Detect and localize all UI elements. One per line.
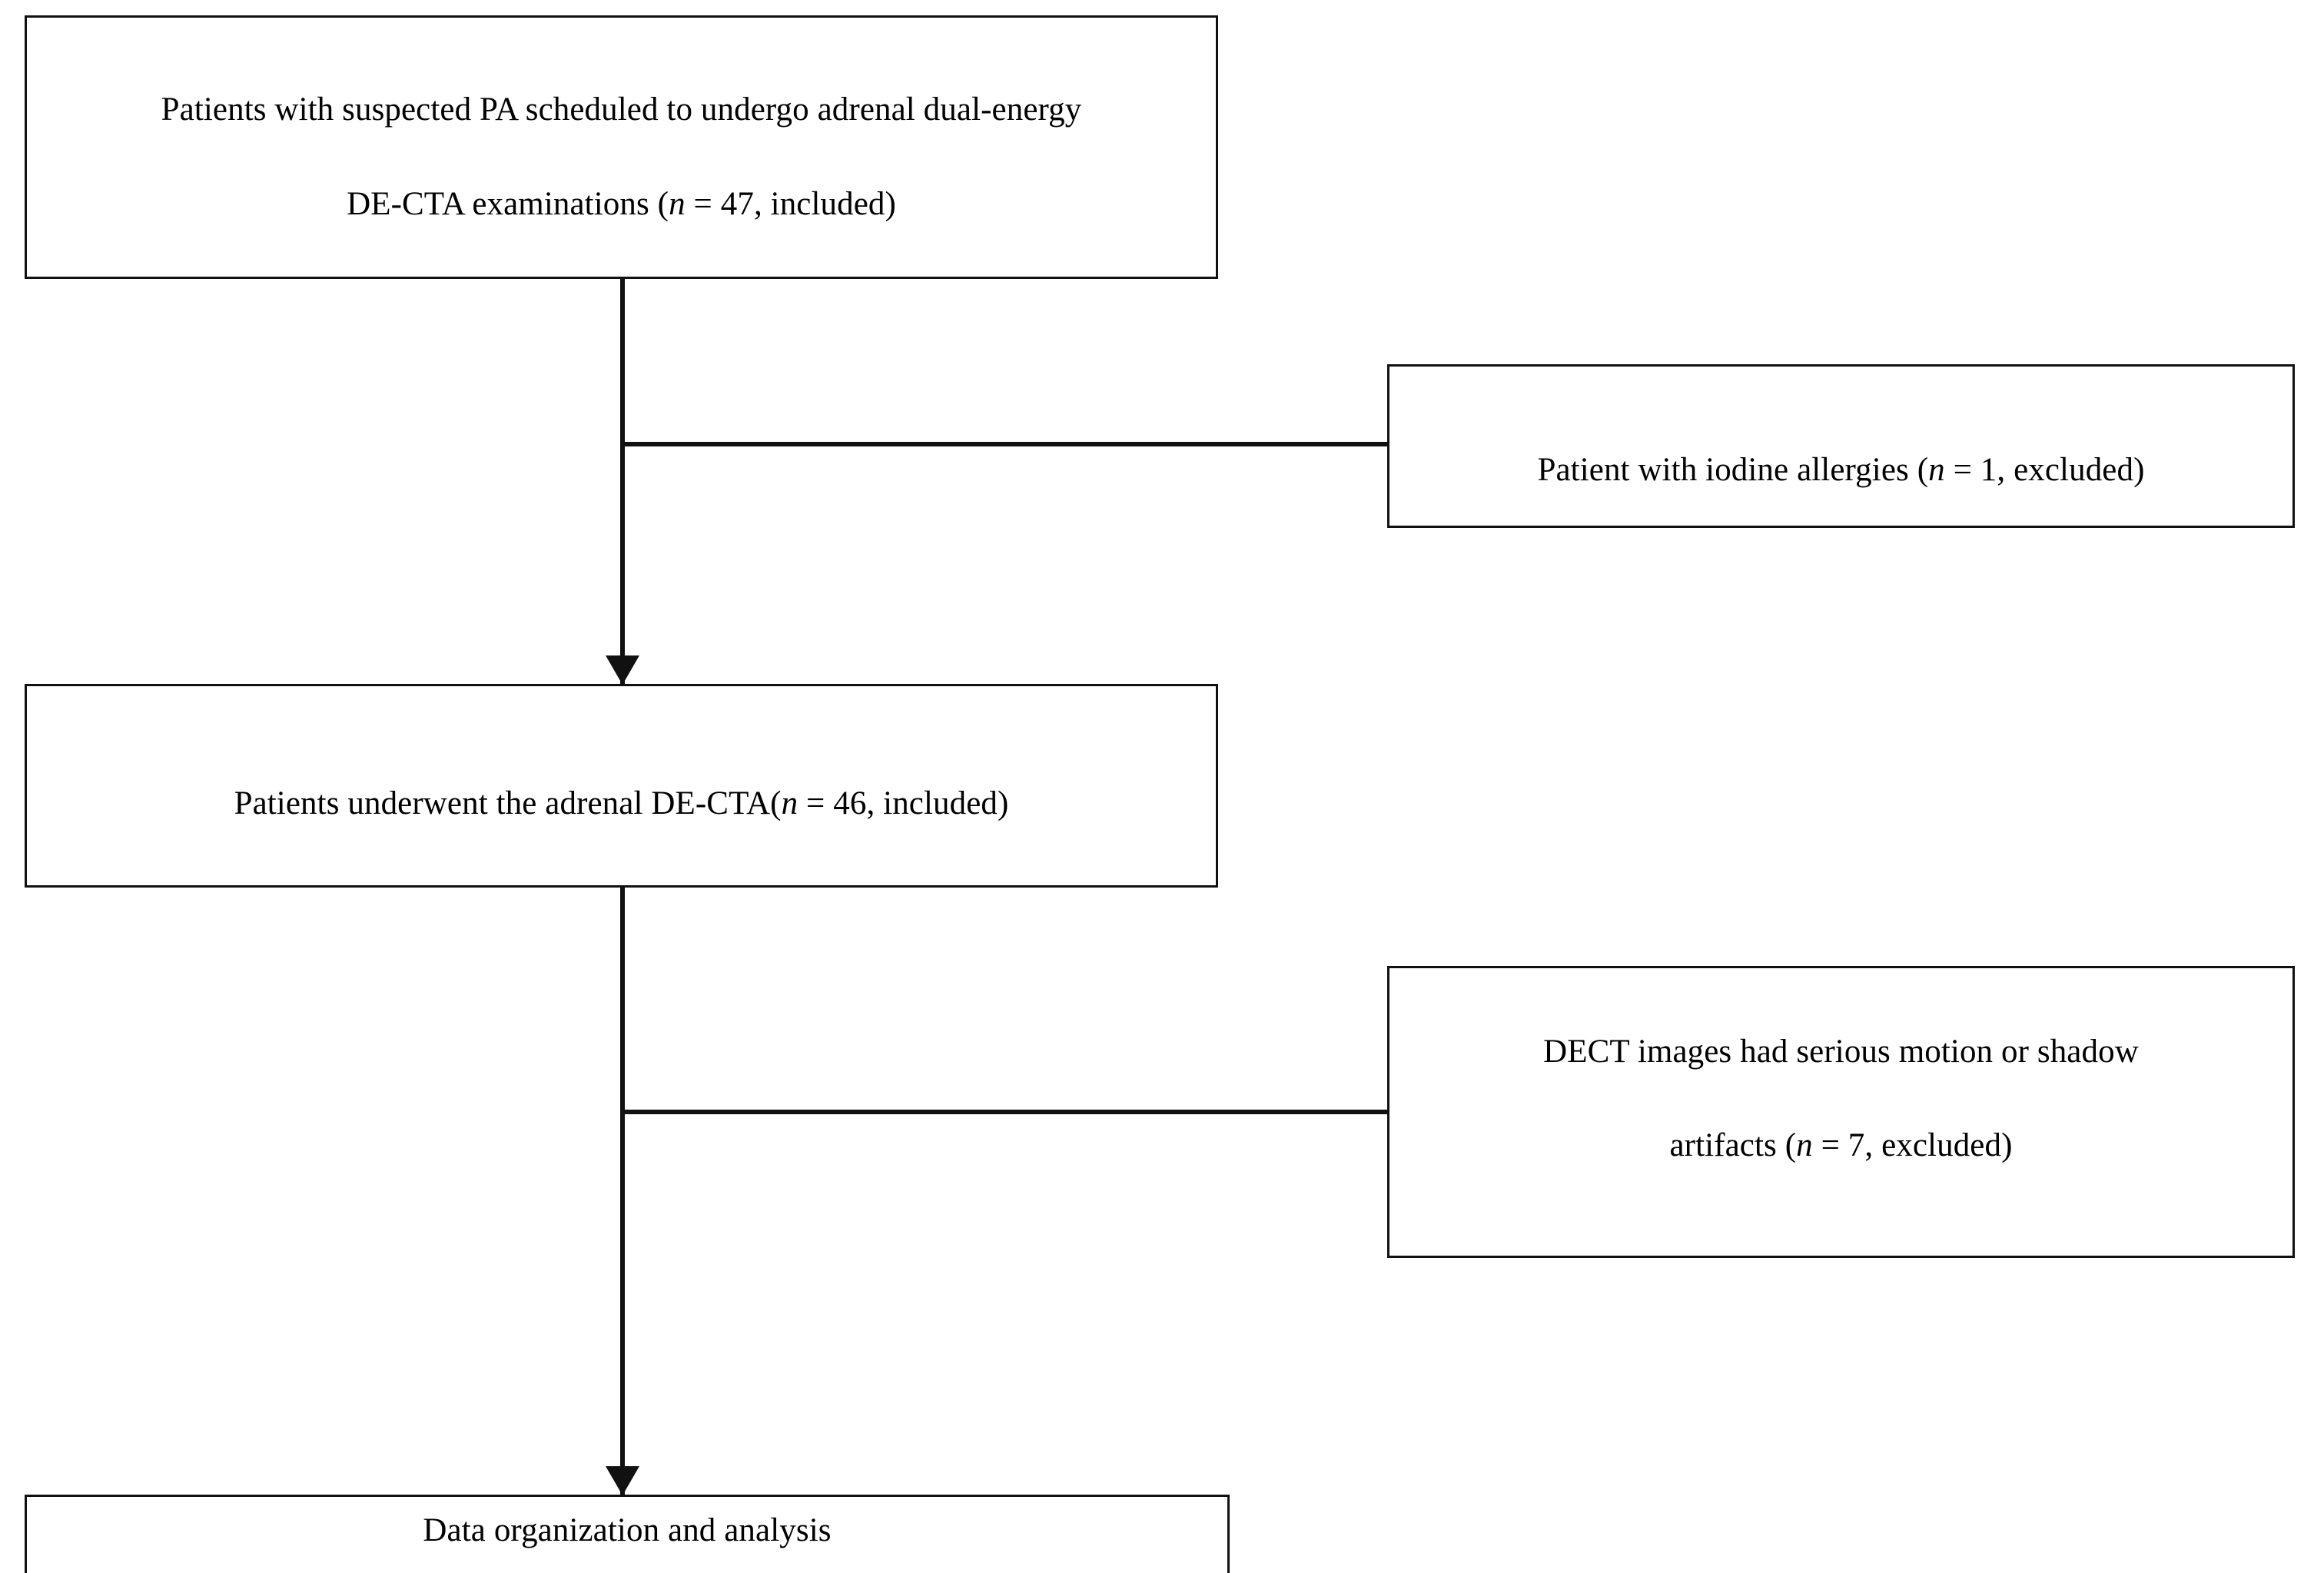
arrowhead-to-underwent-icon	[606, 655, 639, 685]
connector-to-excluded-artifacts-line	[622, 1110, 1389, 1114]
arrowhead-to-analysis-icon	[606, 1466, 639, 1495]
enrolled-patients-text: Patients with suspected PA scheduled to …	[161, 91, 1082, 222]
connector-underwent-to-analysis-line	[620, 888, 625, 1495]
data-analysis-text: Data organization and analysis (n = 39, …	[423, 1512, 832, 1548]
data-analysis-box: Data organization and analysis (n = 39, …	[25, 1495, 1230, 1573]
connector-to-excluded-iodine-line	[622, 442, 1389, 446]
underwent-decta-box: Patients underwent the adrenal DE-CTA(n …	[25, 684, 1218, 888]
excluded-motion-shadow-artifacts-text: DECT images had serious motion or shadow…	[1543, 1033, 2139, 1164]
underwent-decta-text: Patients underwent the adrenal DE-CTA(n …	[234, 785, 1009, 821]
enrolled-patients-box: Patients with suspected PA scheduled to …	[25, 15, 1218, 279]
excluded-iodine-allergy-text: Patient with iodine allergies (n = 1, ex…	[1537, 451, 2145, 488]
excluded-iodine-allergy-box: Patient with iodine allergies (n = 1, ex…	[1387, 364, 2295, 528]
connector-enrolled-to-underwent-line	[620, 279, 625, 684]
excluded-motion-shadow-artifacts-box: DECT images had serious motion or shadow…	[1387, 966, 2295, 1258]
